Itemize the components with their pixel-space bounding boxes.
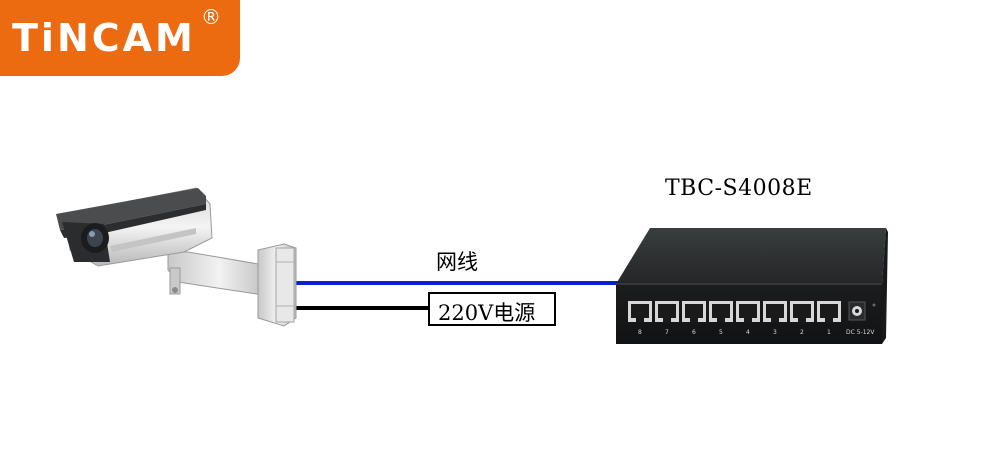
network-switch-icon: 8 7 6 5 4 3 2 1 DC 5-12V [616, 228, 888, 344]
port-label: 1 [827, 329, 831, 336]
switch-model-label: TBC-S4008E [665, 176, 813, 201]
port-label: 6 [692, 329, 696, 336]
port-label: 7 [665, 329, 669, 336]
power-supply-label: 220V电源 [438, 301, 536, 325]
dc-power-jack [848, 301, 866, 321]
port-label: 4 [746, 329, 750, 336]
port-label: 8 [638, 329, 642, 336]
dc-label: DC 5-12V [846, 329, 875, 336]
registered-mark: ® [201, 5, 221, 29]
switch-ports [628, 301, 841, 322]
power-supply-box: 220V电源 [428, 292, 556, 326]
port-label: 3 [773, 329, 777, 336]
network-cable-label: 网线 [436, 250, 478, 274]
port-label: 5 [719, 329, 723, 336]
port-label: 2 [800, 329, 804, 336]
logo-text: TiNCAM [12, 16, 196, 60]
tincam-logo: TiNCAM ® [0, 0, 240, 76]
camera-icon [56, 187, 297, 327]
